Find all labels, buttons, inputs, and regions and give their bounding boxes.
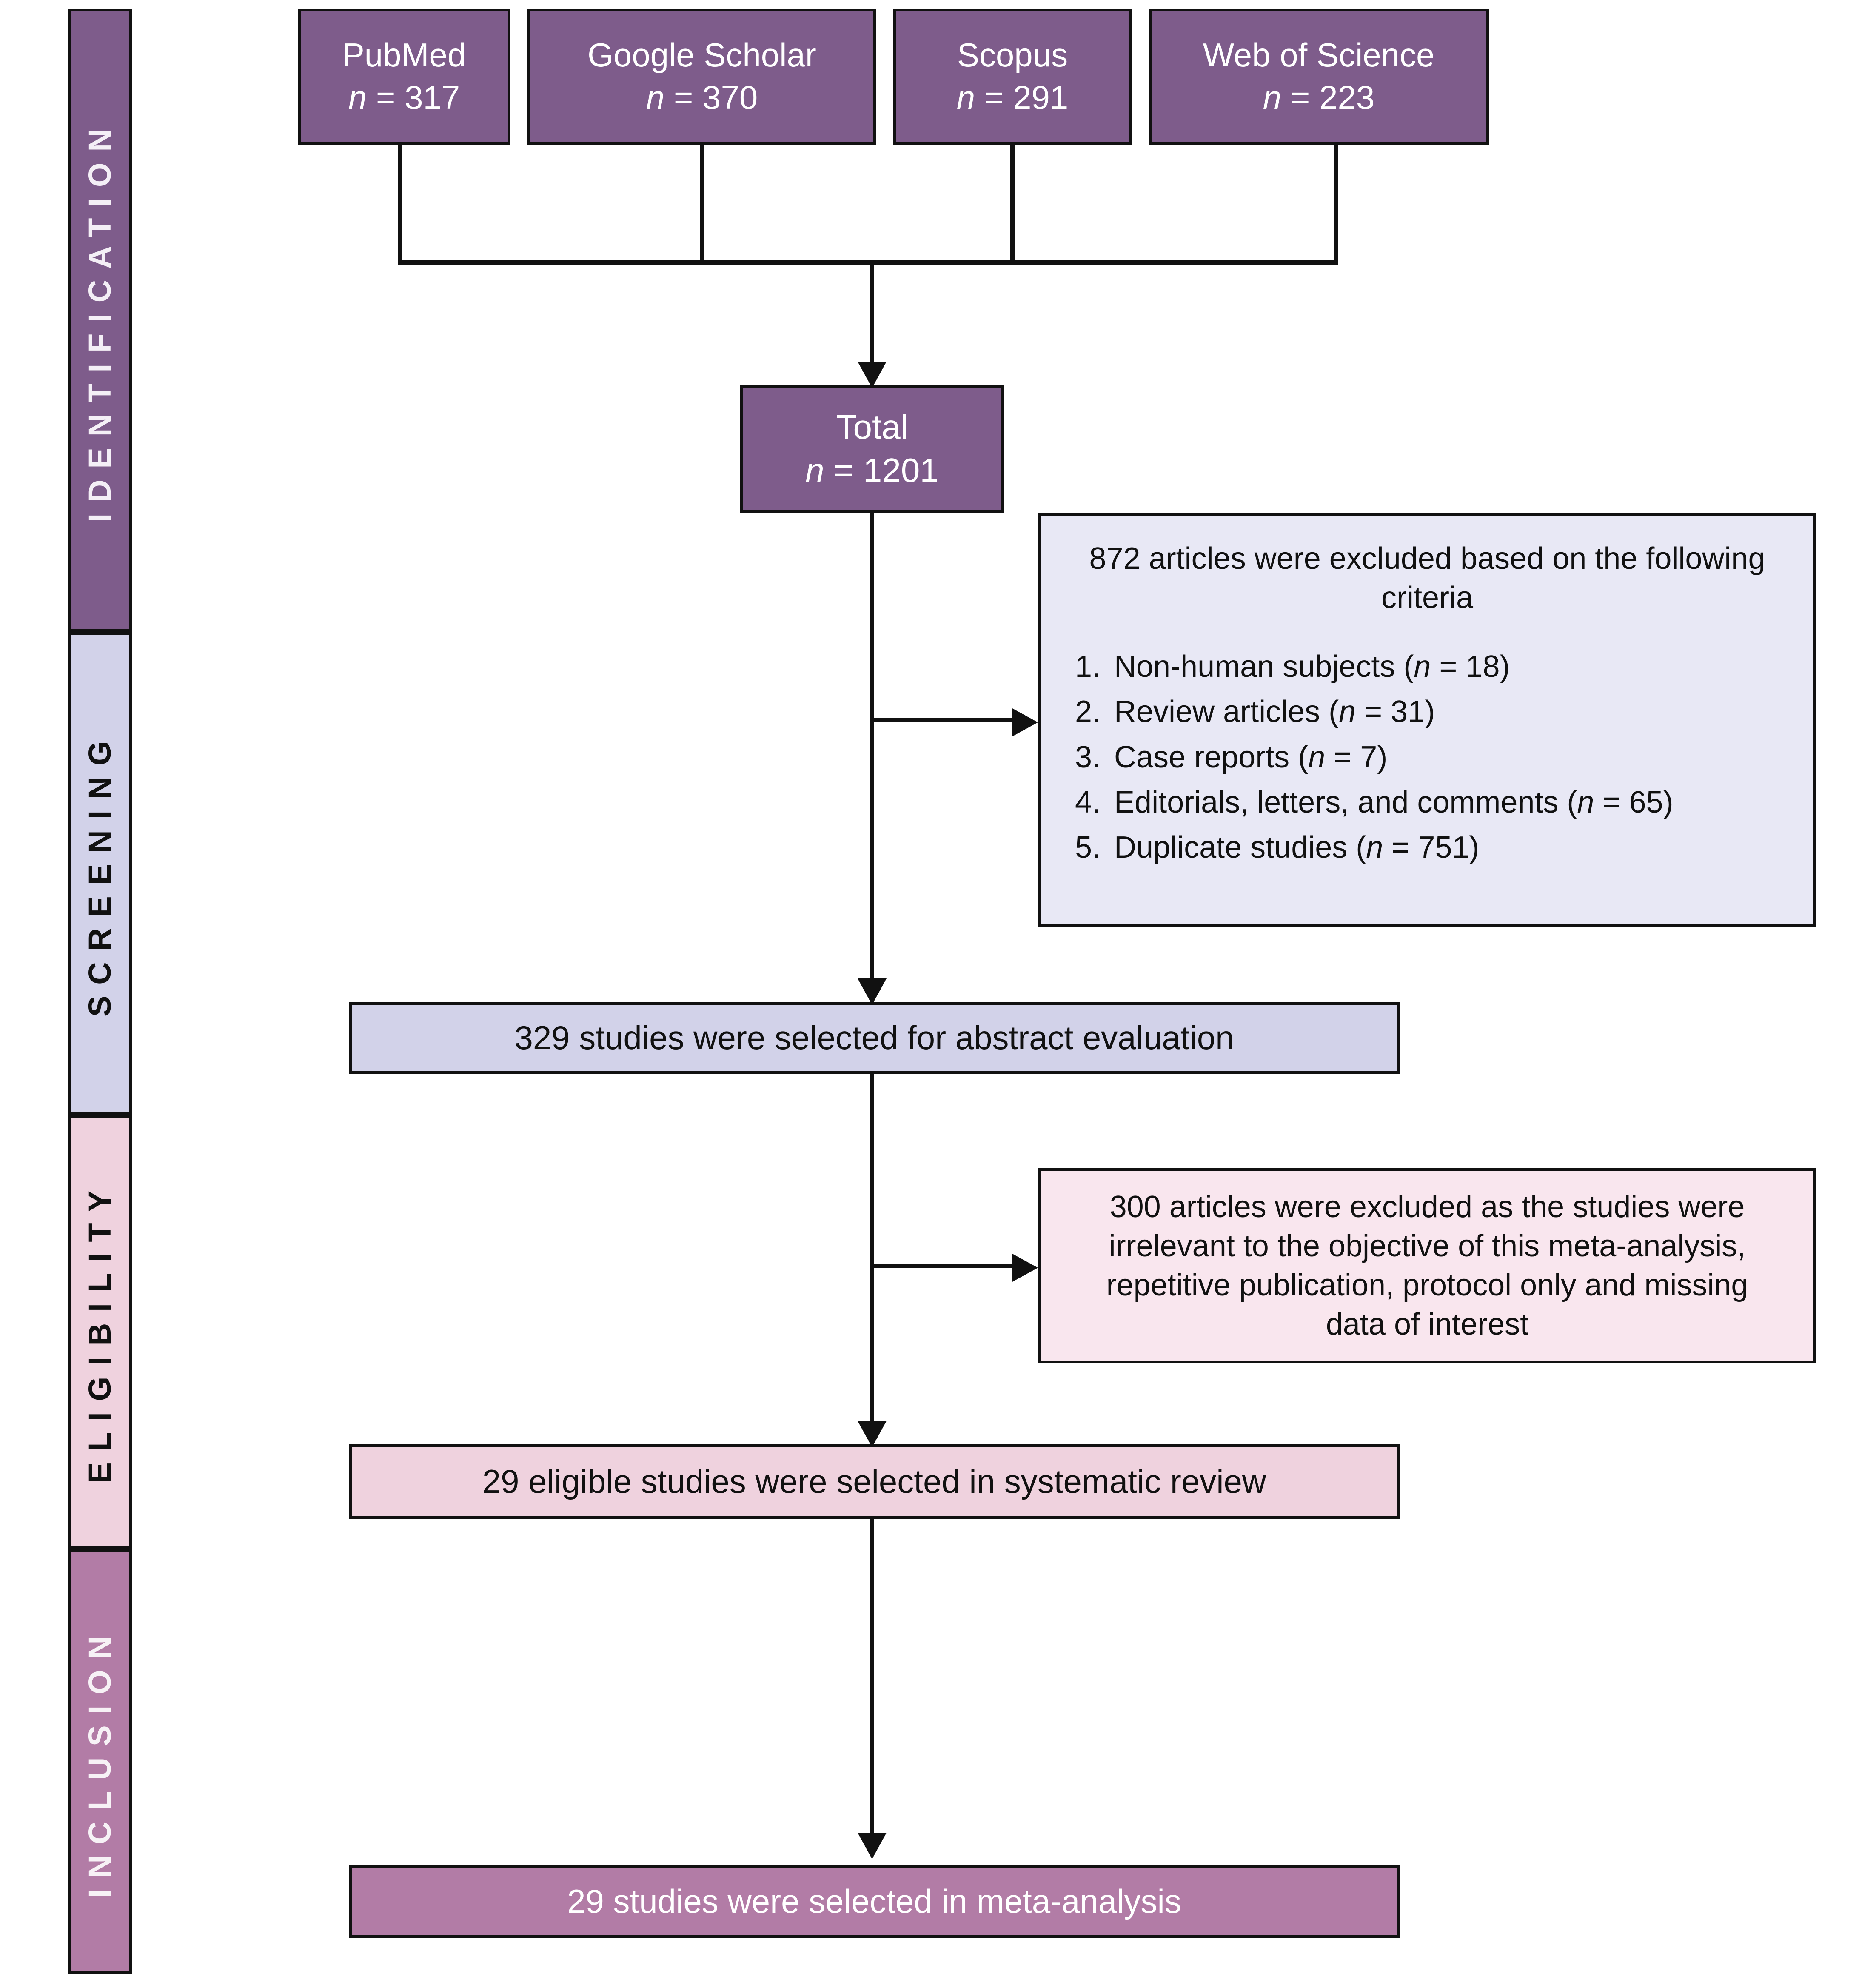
exclusion-eligibility-line-3: repetitive publication, protocol only an… [1106, 1268, 1748, 1302]
connector-329-to-29-eligible [870, 1074, 874, 1449]
total-label: Total [836, 408, 908, 446]
arrowhead-to-29-eligible [858, 1421, 887, 1447]
list-item-number: 3. [1075, 740, 1101, 774]
exclusion-eligibility-line-4: data of interest [1326, 1307, 1529, 1342]
connector-scholar-down [700, 145, 704, 264]
arrowhead-to-meta-analysis [858, 1833, 887, 1859]
list-item-text: Case reports (n = 7) [1114, 740, 1388, 774]
list-item-text: Duplicate studies (n = 751) [1114, 830, 1480, 864]
connector-29-eligible-to-meta [870, 1519, 874, 1838]
source-count-scopus: n = 291 [956, 79, 1069, 116]
connector-total-to-329 [870, 513, 874, 1006]
exclusion-eligibility-line-1: 300 articles were excluded as the studie… [1109, 1189, 1745, 1224]
source-box-google-scholar: Google Scholar n = 370 [527, 9, 876, 145]
source-name-google-scholar: Google Scholar [587, 36, 816, 74]
stage-label-identification: IDENTIFICATION [82, 118, 117, 522]
exclusion-screening-list: 1. Non-human subjects (n = 18) 2. Review… [1058, 647, 1796, 873]
list-item-number: 1. [1075, 650, 1101, 684]
stage-label-eligibility: ELIGIBILITY [82, 1180, 117, 1483]
systematic-review-text: 29 eligible studies were selected in sys… [482, 1462, 1266, 1500]
exclusion-box-screening: 872 articles were excluded based on the … [1038, 513, 1816, 927]
source-name-pubmed: PubMed [342, 36, 466, 74]
arrowhead-to-329 [858, 978, 887, 1005]
connector-scopus-down [1010, 145, 1015, 264]
list-item: 1. Non-human subjects (n = 18) [1075, 647, 1796, 686]
source-box-pubmed: PubMed n = 317 [298, 9, 510, 145]
list-item-text: Non-human subjects (n = 18) [1114, 650, 1510, 684]
source-count-web-of-science: n = 223 [1263, 79, 1375, 116]
stage-rail-eligibility: ELIGIBILITY [68, 1115, 132, 1549]
list-item-number: 2. [1075, 695, 1101, 729]
source-name-web-of-science: Web of Science [1203, 36, 1435, 74]
list-item-number: 4. [1075, 785, 1101, 819]
systematic-review-box: 29 eligible studies were selected in sys… [349, 1444, 1400, 1519]
abstract-evaluation-box: 329 studies were selected for abstract e… [349, 1002, 1400, 1074]
list-item: 2. Review articles (n = 31) [1075, 692, 1796, 731]
connector-source-bus [398, 260, 1338, 265]
connector-branch-exclusion-2 [870, 1264, 1012, 1268]
stage-rail-inclusion: INCLUSION [68, 1549, 132, 1974]
list-item-text: Editorials, letters, and comments (n = 6… [1114, 785, 1674, 819]
connector-bus-to-total [870, 260, 874, 367]
meta-analysis-text: 29 studies were selected in meta-analysi… [567, 1882, 1181, 1920]
arrowhead-to-exclusion-1 [1012, 708, 1038, 737]
source-box-scopus: Scopus n = 291 [893, 9, 1132, 145]
stage-rail-identification: IDENTIFICATION [68, 9, 132, 632]
list-item-number: 5. [1075, 830, 1101, 864]
exclusion-eligibility-line-2: irrelevant to the objective of this meta… [1109, 1229, 1746, 1263]
list-item: 4. Editorials, letters, and comments (n … [1075, 783, 1796, 822]
connector-branch-exclusion-1 [870, 718, 1012, 722]
stage-label-screening: SCREENING [82, 730, 117, 1017]
source-name-scopus: Scopus [957, 36, 1068, 74]
stage-label-inclusion: INCLUSION [82, 1625, 117, 1898]
list-item: 3. Case reports (n = 7) [1075, 738, 1796, 777]
list-item-text: Review articles (n = 31) [1114, 695, 1435, 729]
total-box: Total n = 1201 [740, 385, 1004, 513]
connector-wos-down [1334, 145, 1338, 264]
source-count-google-scholar: n = 370 [646, 79, 758, 116]
abstract-evaluation-text: 329 studies were selected for abstract e… [514, 1019, 1234, 1057]
connector-pubmed-down [398, 145, 402, 264]
stage-rail-screening: SCREENING [68, 632, 132, 1115]
meta-analysis-box: 29 studies were selected in meta-analysi… [349, 1865, 1400, 1938]
source-count-pubmed: n = 317 [348, 79, 460, 116]
source-box-web-of-science: Web of Science n = 223 [1149, 9, 1489, 145]
exclusion-box-eligibility: 300 articles were excluded as the studie… [1038, 1168, 1816, 1363]
list-item: 5. Duplicate studies (n = 751) [1075, 828, 1796, 867]
total-count: n = 1201 [805, 451, 939, 489]
exclusion-screening-headline: 872 articles were excluded based on the … [1089, 542, 1765, 615]
arrowhead-to-exclusion-2 [1012, 1253, 1038, 1282]
arrowhead-to-total [858, 362, 887, 388]
